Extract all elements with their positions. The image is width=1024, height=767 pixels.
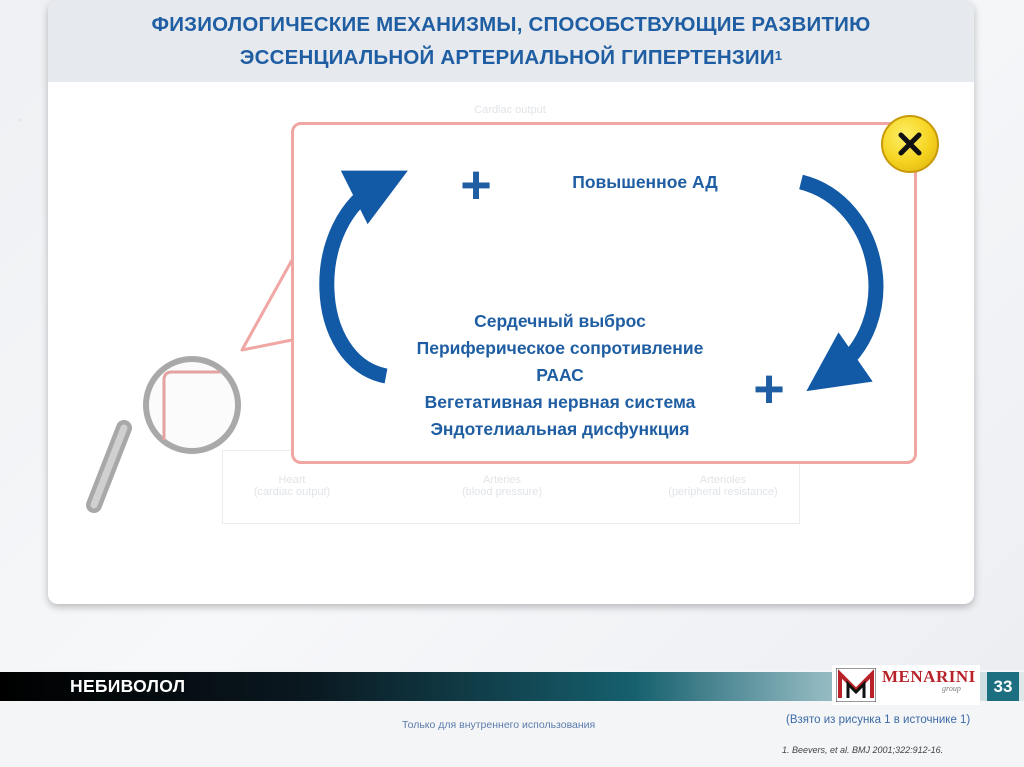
menarini-logo-text: MENARINI: [882, 667, 976, 687]
ghost-top-label: Cardiac output: [460, 104, 560, 116]
ghost-label-arterioles-line1: Arterioles: [648, 474, 798, 486]
reference: 1. Beevers, et al. BMJ 2001;322:912-16.: [782, 745, 943, 755]
slide-title-line1: ФИЗИОЛОГИЧЕСКИЕ МЕХАНИЗМЫ, СПОСОБСТВУЮЩИ…: [48, 8, 974, 41]
mechanism-item: Эндотелиальная дисфункция: [380, 416, 740, 443]
ghost-label-arterioles-line2: (peripheral resistance): [648, 486, 798, 498]
title-superscript: 1: [775, 48, 782, 63]
menarini-logo-sub: group: [942, 684, 961, 693]
menarini-logo-mark: [836, 668, 876, 702]
magnifier-graphic: [80, 240, 310, 530]
left-cycle-arrow: [327, 184, 386, 376]
elevated-bp-label: Повышенное АД: [540, 172, 750, 193]
slide-title-line2: ЭССЕНЦИАЛЬНОЙ АРТЕРИАЛЬНОЙ ГИПЕРТЕНЗИИ: [240, 46, 775, 69]
close-icon: [883, 117, 937, 171]
ghost-label-arterioles: Arterioles (peripheral resistance): [648, 474, 798, 498]
ghost-label-arteries-line1: Arteries: [442, 474, 562, 486]
ghost-label-arteries: Arteries (blood pressure): [442, 474, 562, 498]
ghost-label-arteries-line2: (blood pressure): [442, 486, 562, 498]
mechanism-item: Периферическое сопротивление: [380, 335, 740, 362]
right-cycle-arrow: [801, 182, 876, 374]
slide-title-line2-wrap: ЭССЕНЦИАЛЬНОЙ АРТЕРИАЛЬНОЙ ГИПЕРТЕНЗИИ1: [48, 41, 974, 74]
magnifier-icon: [94, 359, 238, 505]
mechanism-item: Вегетативная нервная система: [380, 389, 740, 416]
internal-use-note: Только для внутреннего использования: [402, 719, 595, 731]
mechanism-item: Сердечный выброс: [380, 308, 740, 335]
source-note: (Взято из рисунка 1 в источнике 1): [786, 714, 970, 726]
callout-tail: [242, 260, 292, 350]
close-button[interactable]: [881, 115, 939, 173]
slide-title: ФИЗИОЛОГИЧЕСКИЕ МЕХАНИЗМЫ, СПОСОБСТВУЮЩИ…: [48, 8, 974, 74]
product-name: НЕБИВОЛОЛ: [70, 672, 185, 701]
mechanism-item: РААС: [380, 362, 740, 389]
plus-sign-top: +: [452, 160, 500, 210]
page-number: 33: [987, 672, 1019, 701]
mechanisms-list: Сердечный выброс Периферическое сопротив…: [380, 308, 740, 443]
plus-sign-bottom: +: [745, 364, 793, 414]
